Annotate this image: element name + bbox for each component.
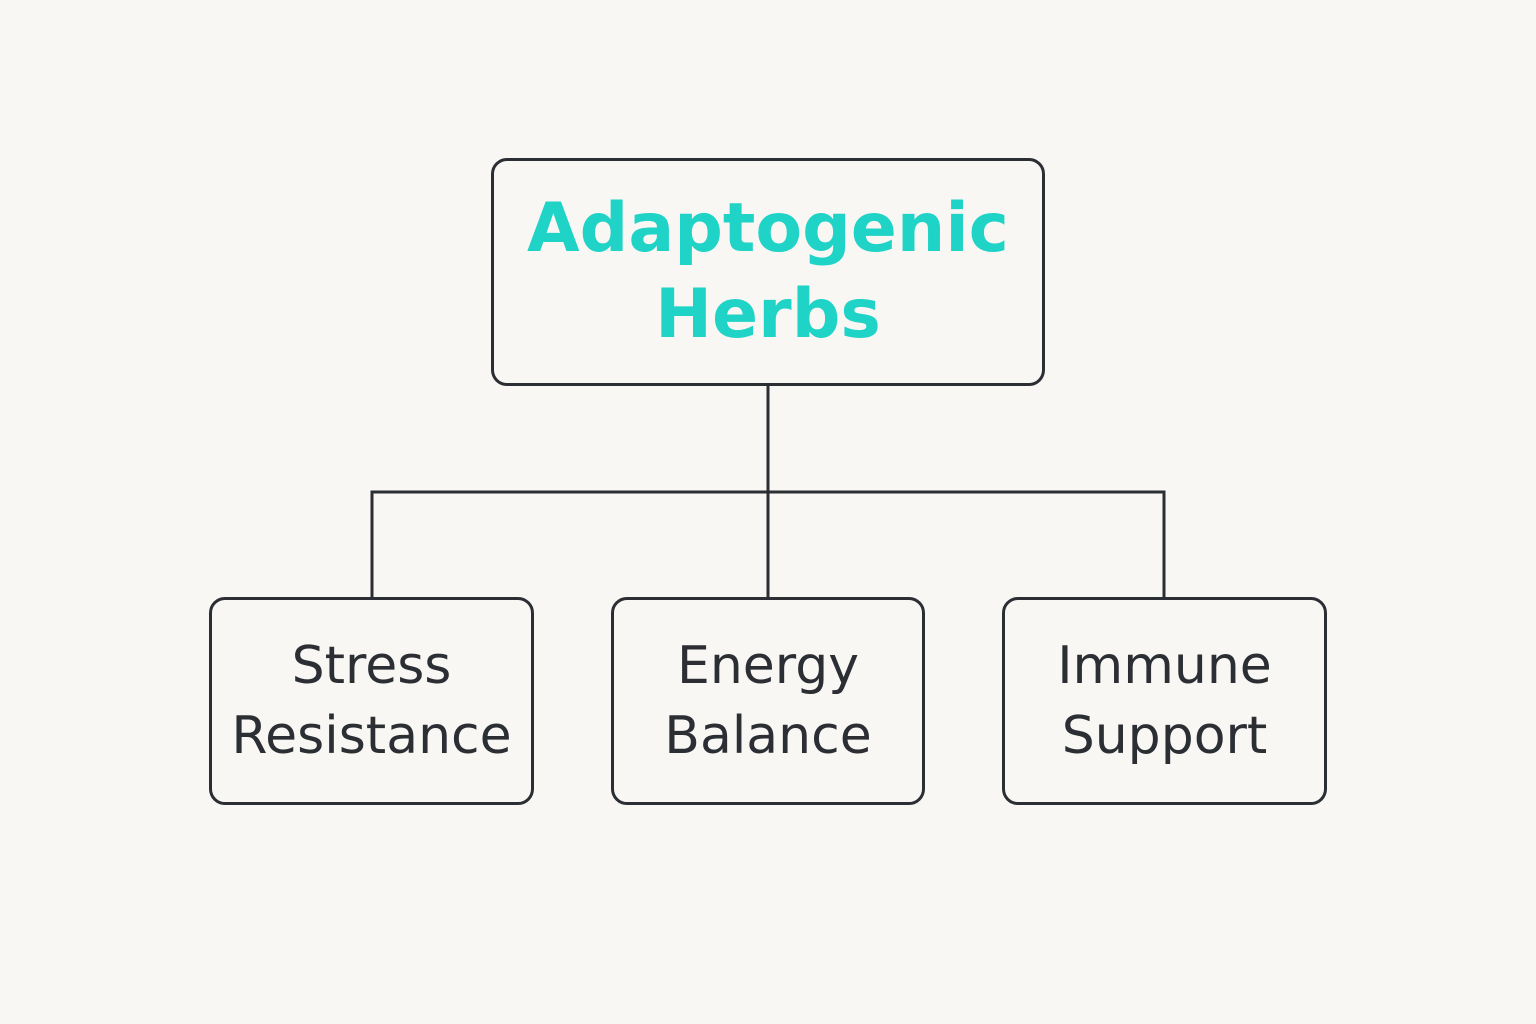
root-node-label-line-2: Herbs [655, 275, 881, 354]
child-node-energy-balance: Energy Balance [611, 597, 925, 805]
child-3-label-line-1: Immune [1057, 636, 1272, 696]
child-2-label-line-1: Energy [676, 636, 860, 696]
child-3-label-line-2: Support [1061, 706, 1268, 766]
child-node-immune-support: Immune Support [1002, 597, 1327, 805]
root-node-label-line-1: Adaptogenic [527, 189, 1009, 268]
child-1-label-line-1: Stress [291, 636, 452, 696]
child-1-label-line-2: Resistance [231, 706, 512, 766]
child-node-stress-resistance: Stress Resistance [209, 597, 534, 805]
root-node-adaptogenic-herbs: Adaptogenic Herbs [491, 158, 1045, 386]
child-2-label-line-2: Balance [664, 706, 872, 766]
